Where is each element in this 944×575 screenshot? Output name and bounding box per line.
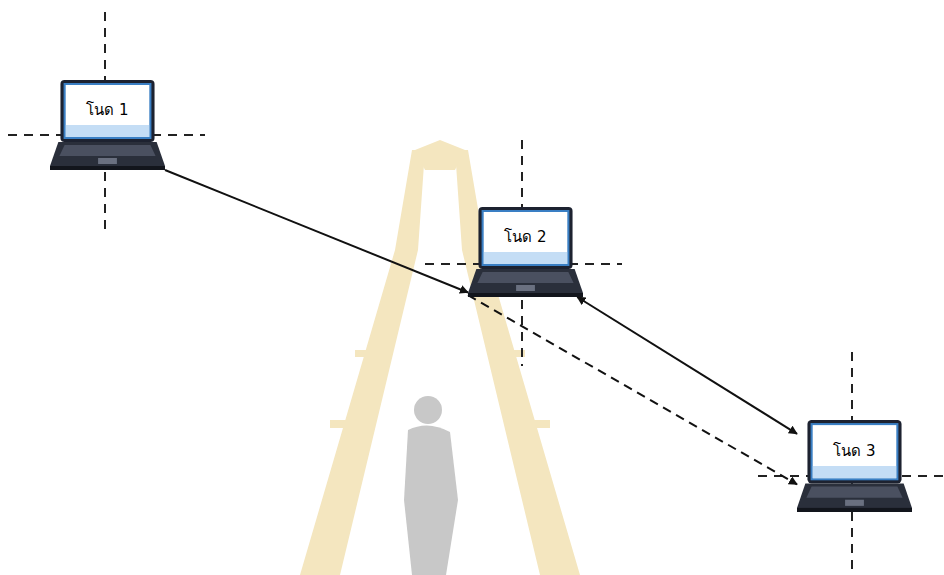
node-label: โนด 2 (484, 212, 567, 262)
node-label: โนด 1 (66, 85, 149, 135)
laptop-shape (50, 80, 165, 170)
laptop-shape (468, 207, 583, 297)
laptop-node: โนด 3 (797, 420, 912, 512)
dashed-arrow (468, 295, 797, 484)
watermark-person (404, 396, 458, 575)
node-label: โนด 3 (813, 426, 896, 478)
laptop-node: โนด 2 (468, 207, 583, 297)
watermark-logo (300, 140, 580, 575)
crosshair-lines (8, 12, 944, 575)
laptop-node: โนด 1 (50, 80, 165, 170)
solid-arrow (165, 170, 468, 293)
solid-arrow (577, 297, 797, 434)
laptop-shape (797, 420, 912, 512)
